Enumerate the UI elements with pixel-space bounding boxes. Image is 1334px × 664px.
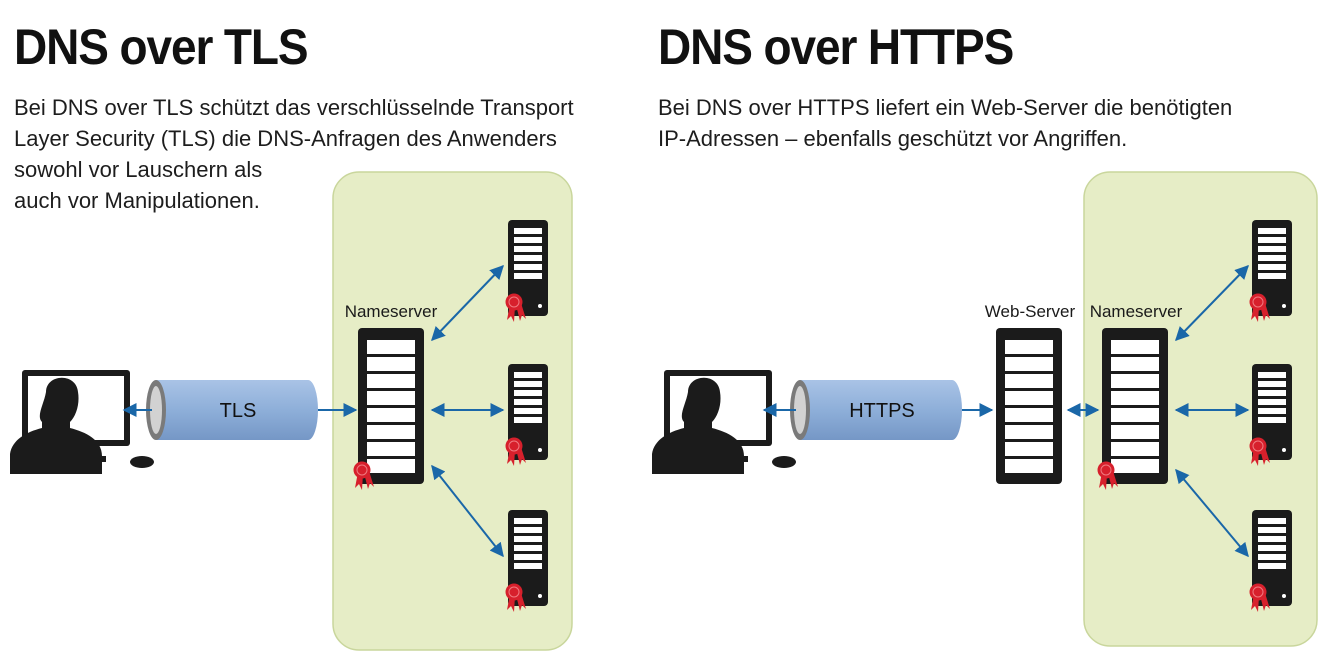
right-https-tunnel: HTTPS bbox=[790, 380, 962, 440]
right-server-3-icon bbox=[1249, 510, 1292, 613]
left-nameserver-label: Nameserver bbox=[345, 302, 438, 321]
webserver-label: Web-Server bbox=[985, 302, 1076, 321]
left-nameserver-icon bbox=[353, 328, 424, 491]
right-arrow-server-3 bbox=[1175, 468, 1249, 558]
webserver-icon bbox=[996, 328, 1062, 484]
left-arrow-server-3 bbox=[431, 464, 504, 558]
right-nameserver-icon bbox=[1097, 328, 1168, 491]
left-server-1-icon bbox=[505, 220, 548, 323]
right-server-2-icon bbox=[1249, 364, 1292, 467]
https-tunnel-label: HTTPS bbox=[849, 400, 915, 422]
left-user-computer-icon bbox=[10, 370, 154, 474]
left-tls-tunnel: TLS bbox=[146, 380, 318, 440]
right-server-1-icon bbox=[1249, 220, 1292, 323]
left-description: Bei DNS over TLS schützt das verschlüsse… bbox=[14, 95, 574, 213]
left-server-2-icon bbox=[505, 364, 548, 467]
left-server-3-icon bbox=[505, 510, 548, 613]
right-user-computer-icon bbox=[652, 370, 796, 474]
left-title: DNS over TLS bbox=[14, 19, 309, 75]
right-title: DNS over HTTPS bbox=[658, 19, 1014, 75]
tls-tunnel-label: TLS bbox=[220, 400, 257, 422]
right-arrow-server-1 bbox=[1175, 264, 1249, 342]
left-arrow-server-1 bbox=[431, 264, 504, 342]
right-nameserver-label: Nameserver bbox=[1090, 302, 1183, 321]
right-description: Bei DNS over HTTPS liefert ein Web-Serve… bbox=[658, 95, 1233, 151]
